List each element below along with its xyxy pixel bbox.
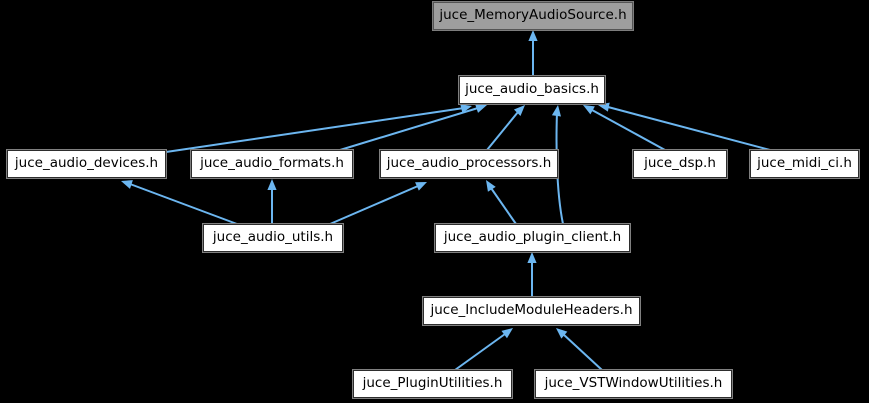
graph-node-label: juce_PluginUtilities.h — [362, 375, 503, 392]
graph-node-basics[interactable]: juce_audio_basics.h — [458, 75, 606, 105]
graph-node-plugin_utils[interactable]: juce_PluginUtilities.h — [352, 369, 513, 399]
graph-node-dsp[interactable]: juce_dsp.h — [632, 149, 728, 179]
graph-node-midici[interactable]: juce_midi_ci.h — [749, 149, 860, 179]
graph-node-vst_window[interactable]: juce_VSTWindowUtilities.h — [534, 369, 733, 399]
graph-edge-processors-to-basics — [486, 111, 519, 151]
graph-edge-formats-to-basics — [339, 107, 479, 151]
graph-arrowhead-utils-to-formats — [267, 179, 277, 190]
graph-node-include_module[interactable]: juce_IncludeModuleHeaders.h — [422, 296, 641, 326]
graph-node-label: juce_audio_plugin_client.h — [443, 229, 622, 246]
graph-edge-plugin_utils-to-include_module — [454, 333, 506, 371]
graph-node-label: juce_midi_ci.h — [757, 155, 852, 172]
graph-node-label: juce_VSTWindowUtilities.h — [544, 375, 723, 392]
graph-arrowhead-plugin_client-to-processors — [486, 180, 496, 192]
graph-node-label: juce_audio_basics.h — [465, 81, 599, 98]
graph-arrowhead-utils-to-devices — [121, 180, 133, 189]
graph-edge-devices-to-basics — [165, 107, 465, 153]
graph-arrowhead-processors-to-basics — [513, 105, 525, 117]
graph-arrowhead-dsp-to-basics — [583, 105, 595, 115]
graph-arrowhead-devices-to-basics — [460, 104, 472, 114]
graph-arrowhead-formats-to-basics — [475, 104, 487, 113]
graph-node-formats[interactable]: juce_audio_formats.h — [190, 149, 354, 179]
graph-node-utils[interactable]: juce_audio_utils.h — [202, 223, 344, 253]
graph-edge-plugin_client-to-processors — [490, 187, 517, 225]
graph-node-plugin_client[interactable]: juce_audio_plugin_client.h — [434, 223, 631, 253]
graph-node-label: juce_MemoryAudioSource.h — [439, 7, 627, 24]
graph-node-devices[interactable]: juce_audio_devices.h — [6, 149, 167, 179]
graph-arrowhead-plugin_client-to-basics — [551, 105, 561, 117]
graph-arrowhead-include_module-to-plugin_client — [527, 252, 537, 263]
graph-edge-dsp-to-basics — [591, 109, 666, 151]
graph-node-processors[interactable]: juce_audio_processors.h — [379, 149, 559, 179]
graph-arrowhead-utils-to-processors — [415, 182, 427, 191]
graph-node-label: juce_audio_utils.h — [212, 229, 334, 246]
graph-arrowhead-vst_window-to-include_module — [556, 328, 568, 339]
graph-edge-utils-to-devices — [129, 183, 238, 225]
graph-node-label: juce_audio_formats.h — [200, 155, 344, 172]
graph-edge-vst_window-to-include_module — [562, 333, 603, 371]
graph-node-label: juce_IncludeModuleHeaders.h — [430, 302, 633, 319]
graph-node-label: juce_dsp.h — [644, 155, 716, 172]
graph-edge-midicai-to-basics — [607, 106, 771, 151]
graph-arrowhead-plugin_utils-to-include_module — [501, 328, 513, 339]
graph-node-label: juce_audio_devices.h — [14, 155, 159, 172]
graph-node-mem[interactable]: juce_MemoryAudioSource.h — [432, 1, 634, 31]
graph-arrowhead-basics-to-mem — [528, 30, 538, 41]
graph-edge-utils-to-processors — [329, 185, 419, 225]
graph-node-label: juce_audio_processors.h — [386, 155, 552, 172]
